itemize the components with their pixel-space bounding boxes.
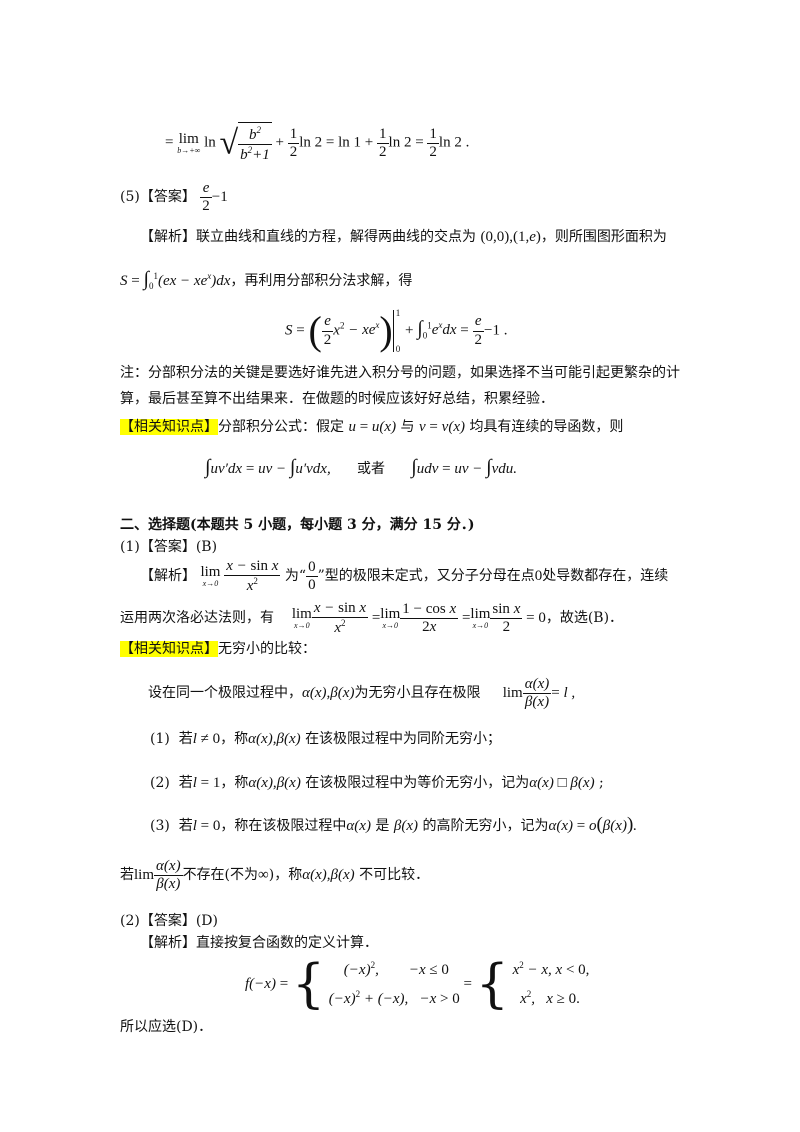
kp2-case-3: (3) 若l = 0，称在该极限过程中α(x) 是 β(x) 的高阶无穷小，记为… [150, 814, 638, 835]
p5-number: (5) [120, 189, 140, 206]
kp2-case-1: (1) 若l ≠ 0，称α(x),β(x) 在该极限过程中为同阶无穷小； [150, 731, 502, 747]
note-line-2: 算，最后甚至算不出结果来．在做题的时候应该好好总结，积累经验． [120, 391, 554, 407]
q2-final-line: 所以应选(D)． [120, 1019, 213, 1035]
section-title: 二、选择题(本题共 5 小题，每小题 3 分，满分 15 分．) [120, 517, 475, 533]
p5-solution-label: 【解析】 [140, 229, 196, 245]
q2-answer-line: (2)【答案】(D) [120, 913, 218, 929]
note-line-1: 注：分部积分法的关键是要选好谁先进入积分号的问题，如果选择不当可能引起更繁杂的计 [120, 365, 680, 381]
p5-area-formula-line: S = ∫01(ex − xex)dx，再利用分部积分法求解，得 [120, 268, 413, 291]
kp1-line: 【相关知识点】分部积分公式：假定 u = u(x) 与 v = v(x) 均具有… [120, 419, 624, 435]
kp1-highlight-label: 【相关知识点】 [120, 419, 218, 435]
p5-solution-text: 联立曲线和直线的方程，解得两曲线的交点为 [196, 229, 476, 245]
q1-answer-line: (1)【答案】(B) [120, 539, 218, 555]
kp2-line: 【相关知识点】无穷小的比较： [120, 641, 316, 657]
kp2-highlight-label: 【相关知识点】 [120, 641, 218, 657]
p5-solution-line: 【解析】联立曲线和直线的方程，解得两曲线的交点为 (0,0),(1,e)，则所围… [140, 229, 667, 245]
piecewise-formula: f(−x) = { (−x)2, −x ≤ 0 (−x)2 + (−x), −x… [245, 954, 590, 1015]
kp2-case-2: (2) 若l = 1，称α(x),β(x) 在该极限过程中为等价无穷小，记为α(… [150, 775, 604, 791]
parts-formula: ∫uv′dx = uv − ∫u′vdx, 或者 ∫udv = uv − ∫vd… [205, 456, 518, 478]
q2-solution-line: 【解析】直接按复合函数的定义计算． [140, 935, 378, 951]
p5-answer-label: 【答案】 [139, 189, 196, 206]
